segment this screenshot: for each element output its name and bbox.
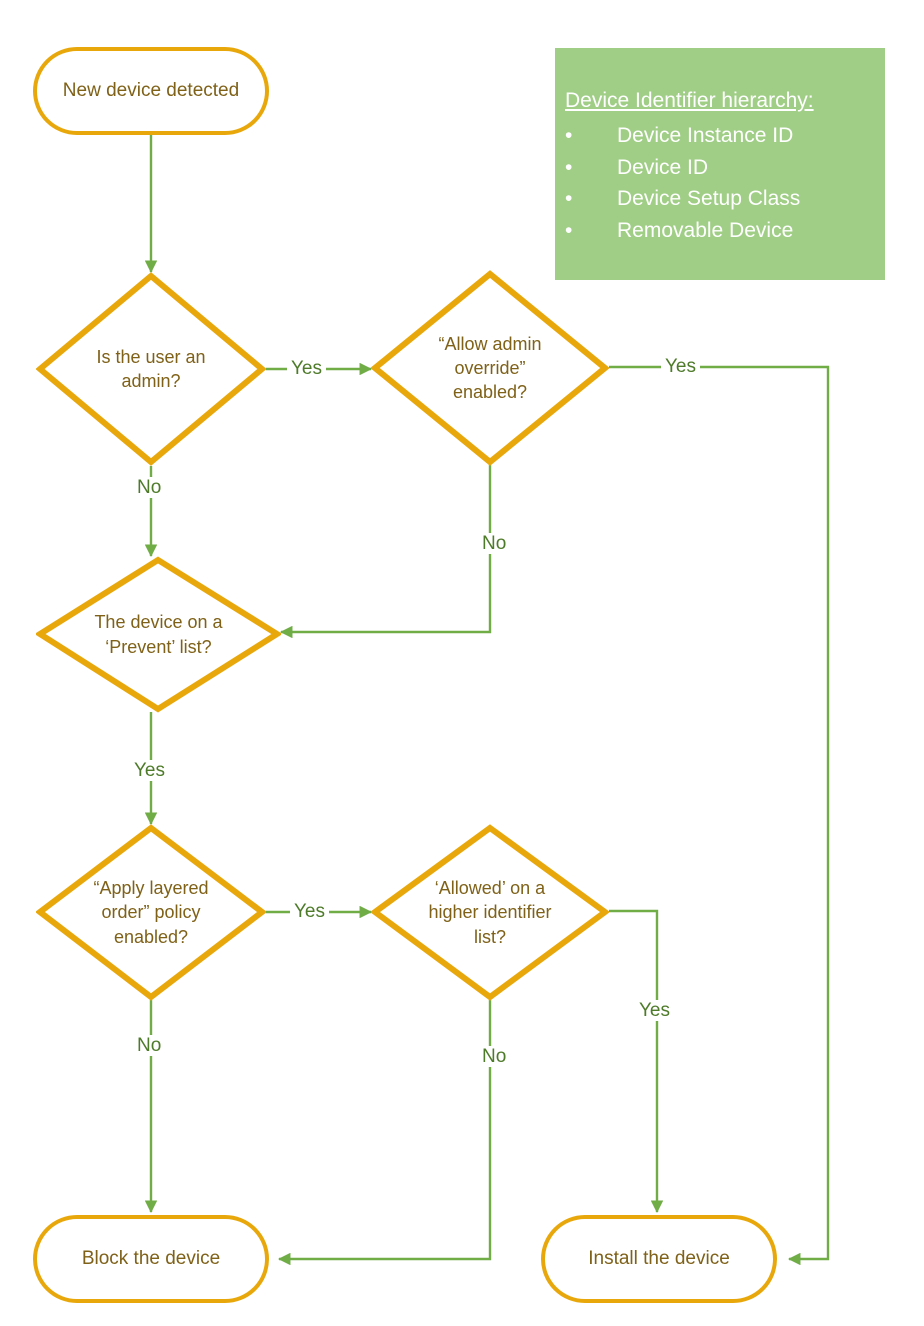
bullet-icon: • (565, 124, 573, 148)
edge-label-layered-order-yes: Yes (290, 901, 329, 922)
edge-admin-override-yes (609, 365, 830, 1266)
legend-title: Device Identifier hierarchy: (565, 89, 814, 112)
node-is-the-user-an-admin[interactable]: Is the user an admin? (36, 272, 266, 466)
edge-label-higher-identifier-no: No (478, 1046, 511, 1067)
edge-label-is-admin-no: No (133, 477, 166, 498)
node-label: New device detected (62, 79, 240, 101)
bullet-icon: • (565, 187, 573, 211)
edge-higher-identifier-no (278, 1000, 492, 1266)
legend-list: • Device Instance ID • Device ID • Devic… (555, 120, 885, 246)
legend-item: • Device ID (555, 152, 885, 184)
bullet-icon: • (565, 218, 573, 242)
legend-item: • Removable Device (555, 215, 885, 247)
node-label: “Apply layered order” policy enabled? (93, 878, 209, 947)
legend-item-label: Device ID (617, 155, 709, 179)
node-apply-layered-order-policy-enabled[interactable]: “Apply layered order” policy enabled? (36, 824, 266, 1001)
edge-label-prevent-list-yes: Yes (130, 760, 169, 781)
edge-label-is-admin-yes: Yes (287, 358, 326, 379)
node-label: ‘Allowed’ on a higher identifier list? (428, 878, 552, 947)
edge-label-admin-override-no: No (478, 533, 511, 554)
diamond-shape (36, 272, 266, 466)
bullet-icon: • (565, 155, 573, 179)
node-label: “Allow admin override” enabled? (438, 333, 542, 403)
device-identifier-hierarchy-legend: Device Identifier hierarchy: • Device In… (555, 48, 885, 280)
diamond-shape (371, 270, 609, 466)
legend-item-label: Device Instance ID (617, 124, 794, 148)
edge-label-higher-identifier-yes: Yes (635, 1000, 674, 1021)
diamond-shape (36, 824, 266, 1001)
node-install-the-device[interactable]: Install the device (541, 1215, 777, 1303)
edge-label-admin-override-yes: Yes (661, 356, 700, 377)
node-device-on-prevent-list[interactable]: The device on a ‘Prevent’ list? (36, 556, 281, 713)
node-label: Install the device (588, 1247, 730, 1269)
legend-item: • Device Instance ID (555, 120, 885, 152)
node-block-the-device[interactable]: Block the device (33, 1215, 269, 1303)
node-label: Block the device (81, 1247, 221, 1269)
diamond-shape (36, 556, 281, 713)
node-allowed-on-higher-identifier-list[interactable]: ‘Allowed’ on a higher identifier list? (371, 824, 609, 1001)
edge-admin-override-no (280, 465, 492, 639)
node-label: Is the user an admin? (96, 346, 206, 391)
diamond-shape (371, 824, 609, 1001)
edge-higher-identifier-yes (609, 909, 664, 1213)
legend-item-label: Device Setup Class (617, 187, 801, 211)
node-allow-admin-override-enabled[interactable]: “Allow admin override” enabled? (371, 270, 609, 466)
node-new-device-detected[interactable]: New device detected (33, 47, 269, 135)
legend-item: • Device Setup Class (555, 183, 885, 215)
legend-item-label: Removable Device (617, 218, 794, 242)
node-label: The device on a ‘Prevent’ list? (94, 612, 223, 657)
edge-label-layered-order-no: No (133, 1035, 166, 1056)
